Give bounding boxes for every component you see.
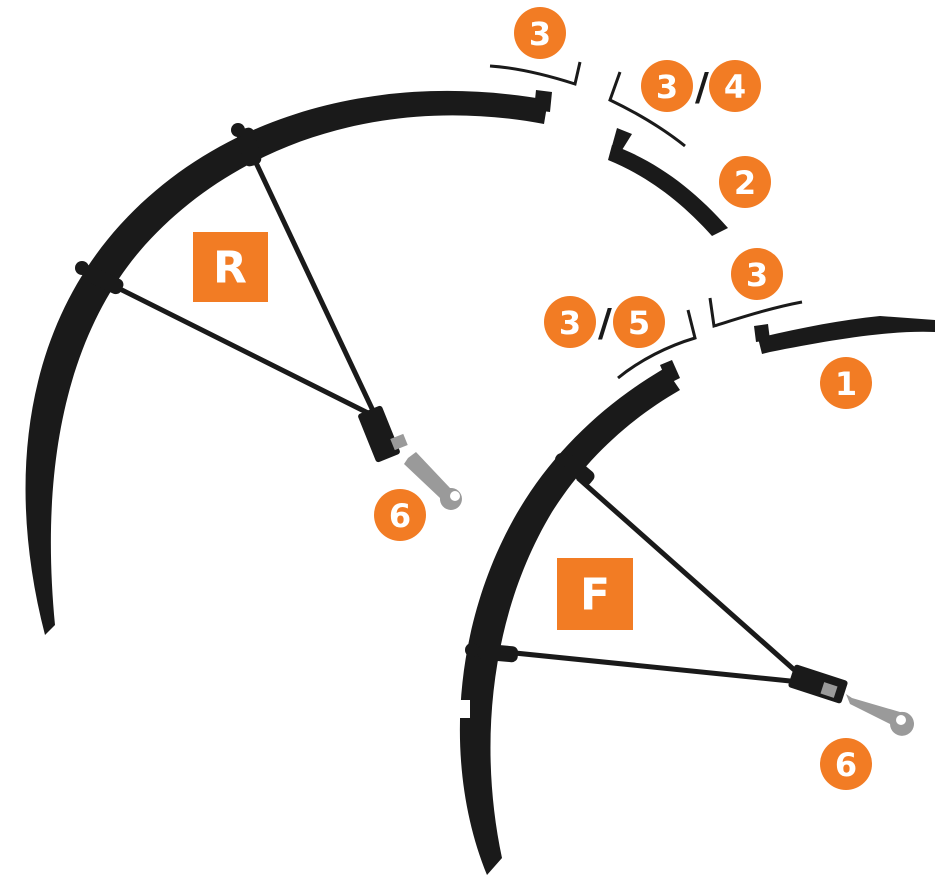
callout-front-eyelet: 6	[820, 738, 872, 790]
front-stay-rivet-lower	[465, 643, 479, 657]
joint-brackets	[489, 61, 803, 380]
callout-top-joint-left: 3	[514, 7, 566, 59]
callout-number: 4	[724, 68, 746, 106]
front-mounting-eyelet	[846, 694, 914, 736]
front-fender-tip-tab	[754, 324, 770, 342]
front-stay-end-window	[820, 682, 838, 698]
callout-top-joint-right: 3 / 4	[641, 60, 761, 112]
rear-stay-rivet-upper	[231, 123, 245, 137]
callout-number: 3	[529, 15, 551, 53]
callout-circle	[613, 296, 665, 348]
rear-box-text: R	[213, 243, 247, 294]
callout-slash: /	[695, 65, 709, 109]
callout-rear-eyelet: 6	[374, 489, 426, 541]
front-eyelet-hole	[896, 715, 906, 725]
callout-number: 3	[656, 68, 678, 106]
callout-circle	[544, 296, 596, 348]
callout-number: 3	[559, 304, 581, 342]
joint-bracket-top-right	[608, 71, 686, 148]
front-box	[557, 558, 633, 630]
rear-stay-clamp-upper	[236, 127, 262, 167]
front-box-label: F	[557, 558, 633, 630]
rear-stay-end-fitting	[358, 405, 400, 463]
callout-circle	[820, 357, 872, 409]
callout-number: 2	[734, 164, 756, 202]
front-fender-end-tab	[660, 360, 680, 384]
rear-stay-clamp-lower	[82, 265, 124, 295]
callout-circle	[709, 60, 761, 112]
front-box-text: F	[580, 570, 610, 621]
callout-front-tip-section: 1	[820, 357, 872, 409]
front-fender-tip-section	[758, 316, 935, 354]
front-fender-edge-detail	[456, 700, 470, 718]
rear-fender-main-section	[25, 90, 548, 636]
joint-bracket-top-left	[489, 61, 582, 86]
front-stay-end-fitting	[788, 664, 848, 704]
callout-number: 6	[835, 746, 857, 784]
callout-circle	[514, 7, 566, 59]
rear-box	[193, 232, 268, 302]
rear-stay-end-window	[390, 433, 408, 451]
joint-bracket-front-left	[617, 309, 697, 380]
joint-bracket-front-right	[708, 297, 803, 328]
front-stay-clamp-lower	[477, 643, 519, 663]
front-stay-rivet-upper	[555, 453, 569, 467]
front-stay-upper	[576, 476, 802, 677]
callout-number: 6	[389, 497, 411, 535]
rear-fender-lower-section	[608, 145, 728, 236]
callout-number: 3	[746, 256, 768, 294]
callout-front-joint-left: 3 / 5	[544, 296, 665, 348]
front-fender	[456, 316, 935, 875]
rear-stay-lower	[116, 285, 374, 418]
callout-circle	[731, 248, 783, 300]
callout-number: 1	[835, 365, 857, 403]
callout-rear-lower-section: 2	[719, 156, 771, 208]
rear-fender-end-tab	[534, 90, 552, 112]
rear-fender-lower-tab	[612, 128, 632, 150]
rear-stay-upper	[247, 148, 378, 417]
callout-circle	[719, 156, 771, 208]
rear-stay-rivet-lower	[75, 261, 89, 275]
callout-slash: /	[598, 301, 612, 345]
callout-circle	[374, 489, 426, 541]
front-stay-clamp-upper	[561, 454, 595, 486]
rear-eyelet-hole	[450, 491, 460, 501]
front-stay-lower	[504, 649, 801, 685]
rear-box-label: R	[193, 232, 268, 302]
callout-number: 5	[628, 304, 650, 342]
callout-circle	[820, 738, 872, 790]
callout-front-joint-right: 3	[731, 248, 783, 300]
rear-mounting-eyelet	[404, 452, 462, 510]
rear-fender	[25, 90, 728, 636]
callout-circle	[641, 60, 693, 112]
